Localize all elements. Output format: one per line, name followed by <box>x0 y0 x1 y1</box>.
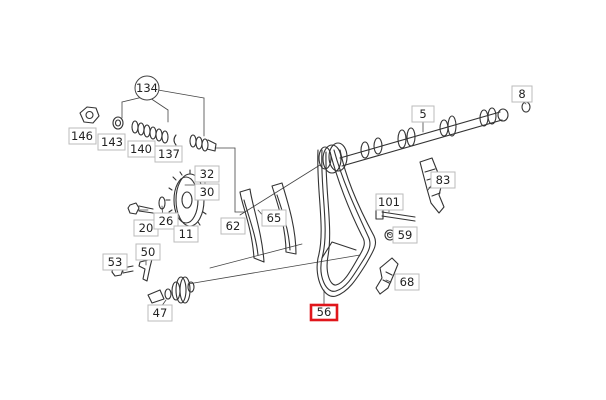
svg-text:140: 140 <box>130 142 152 156</box>
callout-11[interactable]: 11 <box>173 225 199 243</box>
svg-text:59: 59 <box>398 228 413 242</box>
svg-text:146: 146 <box>71 129 93 143</box>
guide-rail-62 <box>239 188 265 263</box>
svg-text:62: 62 <box>226 219 241 233</box>
camshaft <box>318 101 531 174</box>
svg-text:134: 134 <box>136 81 158 95</box>
tensioner-rail-68 <box>375 257 399 295</box>
callout-137[interactable]: 137 <box>154 145 183 163</box>
callout-68[interactable]: 68 <box>394 273 420 291</box>
svg-text:8: 8 <box>518 87 525 101</box>
callout-59[interactable]: 59 <box>392 226 418 244</box>
svg-text:5: 5 <box>419 107 426 121</box>
svg-text:56: 56 <box>317 305 332 319</box>
callout-146[interactable]: 146 <box>68 127 97 145</box>
callout-62[interactable]: 62 <box>220 217 246 235</box>
svg-text:101: 101 <box>378 195 400 209</box>
svg-text:53: 53 <box>108 255 123 269</box>
svg-text:30: 30 <box>200 185 215 199</box>
callout-143[interactable]: 143 <box>97 133 126 151</box>
valve-assembly <box>79 106 217 152</box>
callout-56-highlighted[interactable]: 56 <box>309 303 339 322</box>
callout-140[interactable]: 140 <box>127 140 156 158</box>
callout-50[interactable]: 50 <box>135 243 161 261</box>
svg-text:32: 32 <box>200 167 215 181</box>
callout-8[interactable]: 8 <box>511 85 533 103</box>
callout-53[interactable]: 53 <box>102 253 128 271</box>
svg-text:47: 47 <box>153 306 168 320</box>
bolt-20 <box>127 202 154 215</box>
callout-47[interactable]: 47 <box>147 304 173 322</box>
callout-labels: 134 146 143 140 137 5 8 83 <box>68 75 533 322</box>
timing-chain <box>316 149 377 297</box>
callout-5[interactable]: 5 <box>411 105 435 123</box>
svg-text:68: 68 <box>400 275 415 289</box>
svg-text:65: 65 <box>267 211 282 225</box>
callout-20[interactable]: 20 <box>133 219 159 237</box>
callout-26[interactable]: 26 <box>153 212 179 230</box>
callout-134[interactable]: 134 <box>134 75 160 101</box>
svg-text:143: 143 <box>101 135 123 149</box>
svg-text:11: 11 <box>179 227 194 241</box>
svg-text:50: 50 <box>141 245 156 259</box>
washer-26 <box>158 196 166 210</box>
bolt-101 <box>375 209 416 222</box>
callout-101[interactable]: 101 <box>375 193 404 211</box>
callout-65[interactable]: 65 <box>261 209 287 227</box>
callout-83[interactable]: 83 <box>430 171 456 189</box>
svg-text:83: 83 <box>436 173 451 187</box>
slide-50 <box>138 258 153 282</box>
crank-sprocket <box>147 276 195 304</box>
svg-text:137: 137 <box>158 147 180 161</box>
callout-32[interactable]: 32 <box>194 165 220 183</box>
svg-text:26: 26 <box>159 214 174 228</box>
callout-30[interactable]: 30 <box>194 183 220 201</box>
svg-text:20: 20 <box>139 221 154 235</box>
